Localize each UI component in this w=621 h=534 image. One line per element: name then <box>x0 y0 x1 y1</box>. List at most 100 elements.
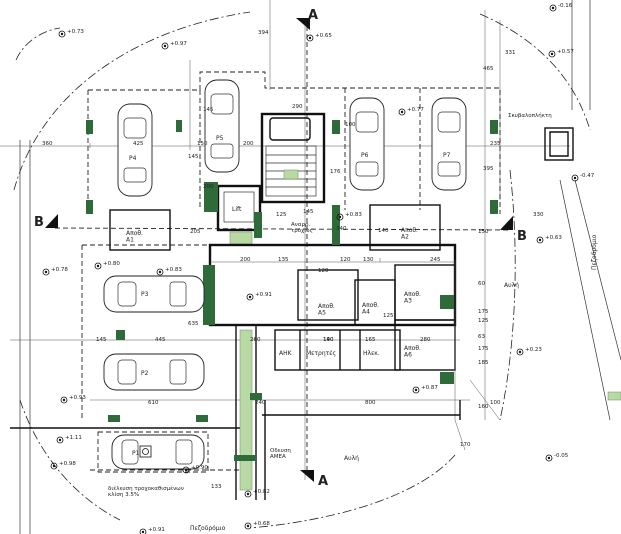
level-marker: +0.97 <box>161 41 187 50</box>
parking-p2: P2 <box>103 353 205 391</box>
level-value: +0.82 <box>253 489 270 495</box>
sidewalk-bottom-label: Πεζοδρόμιο <box>190 525 226 532</box>
level-value: +0.83 <box>345 212 362 218</box>
dimension-value: 125 <box>383 313 394 319</box>
level-value: +0.97 <box>170 41 187 47</box>
dimension-value: 125 <box>276 212 287 218</box>
dimension-value: 165 <box>365 337 376 343</box>
dimension-value: 205 <box>190 229 201 235</box>
level-value: +0.23 <box>525 347 542 353</box>
dimension-value: 185 <box>478 360 489 366</box>
dimension-value: 240 <box>255 400 266 406</box>
courtyard-label: Αυλή <box>504 282 519 289</box>
dimension-value: 330 <box>533 212 544 218</box>
section-b-left: B <box>34 215 44 230</box>
level-value: +0.68 <box>253 521 270 527</box>
courtyard2-label: Αυλή <box>344 455 359 462</box>
level-value: +0.77 <box>407 107 424 113</box>
dimension-value: 145 <box>203 107 214 113</box>
parking-label: P4 <box>129 155 137 162</box>
garbage-label: Σκυβαλοπλήκτη <box>508 112 552 119</box>
parking-label: P7 <box>443 152 451 159</box>
dimension-value: 120 <box>340 257 351 263</box>
dimension-value: 260 <box>250 337 261 343</box>
dimension-value: 331 <box>505 50 516 56</box>
level-marker: +0.73 <box>58 29 84 38</box>
dimension-ticks <box>89 143 501 451</box>
parking-label: P1 <box>132 450 140 457</box>
site-boundary <box>10 0 621 534</box>
dimension-value: 200 <box>243 141 254 147</box>
section-b-left-flag <box>45 214 58 228</box>
room-a5-name: Αποθ.A5 <box>318 303 335 317</box>
section-a-top-flag <box>296 18 310 30</box>
parking-p3: P3 <box>103 275 205 313</box>
dimension-value: 394 <box>258 30 269 36</box>
dimension-value: 360 <box>42 141 53 147</box>
section-b-right: B <box>517 229 527 244</box>
level-marker: -0.16 <box>549 3 573 12</box>
level-marker: +1.11 <box>56 435 82 444</box>
room-a2-name: Αποθ.A2 <box>401 227 418 241</box>
level-marker: +0.91 <box>246 292 272 301</box>
level-value: +0.73 <box>67 29 84 35</box>
parking-spaces: P4 P5 P6 P7 P3 <box>97 79 467 473</box>
dimension-value: 100 <box>490 400 501 406</box>
dimension-value: 145 <box>188 154 199 160</box>
dimension-value: 130 <box>363 257 374 263</box>
level-value: +0.63 <box>545 235 562 241</box>
level-value: -0.47 <box>580 173 595 179</box>
dimension-value: 200 <box>203 184 214 190</box>
level-value: +1.11 <box>65 435 82 441</box>
dimension-value: 135 <box>278 257 289 263</box>
level-value: +0.83 <box>165 267 182 273</box>
section-line-a: A A <box>296 8 328 489</box>
elec-label: Ηλεκ. <box>363 350 380 357</box>
dimension-value: 125 <box>478 318 489 324</box>
dimension-value: 190 <box>323 337 334 343</box>
level-value: +0.91 <box>255 292 272 298</box>
level-value: +0.57 <box>557 49 574 55</box>
dimension-value: 140 <box>323 337 334 343</box>
room-a1-name: Αποθ.A1 <box>126 230 143 244</box>
level-value: +0.80 <box>103 261 120 267</box>
level-marker: +0.83 <box>336 212 362 221</box>
level-marker: -0.05 <box>545 453 569 462</box>
level-marker: +0.65 <box>306 33 332 42</box>
level-marker: +0.87 <box>412 385 438 394</box>
level-markers: -0.16 +0.73 +0.97 +0.65 +0.57 +0.77 -0.47 +0.83… <box>42 3 595 534</box>
parking-p5: P5 <box>204 79 240 173</box>
dimension-value: 133 <box>211 484 222 490</box>
dimension-value: 200 <box>240 257 251 263</box>
ramp-label: Αναρρ.τρόχιος <box>291 222 313 234</box>
level-marker: +0.82 <box>244 489 270 498</box>
level-value: +0.93 <box>69 395 86 401</box>
dimension-value: 175 <box>478 346 489 352</box>
section-a-bottom-flag <box>300 470 314 482</box>
parking-p1: P1 <box>97 431 209 473</box>
dimension-value: 60 <box>478 281 485 287</box>
level-marker: +0.91 <box>139 527 165 534</box>
level-marker: +0.23 <box>516 347 542 356</box>
columns <box>86 120 498 461</box>
dimension-value: 170 <box>460 442 471 448</box>
dimension-value: 100 <box>345 122 356 128</box>
parking-label: P5 <box>216 135 224 142</box>
level-value: +0.87 <box>421 385 438 391</box>
dimension-value: 610 <box>148 400 159 406</box>
parking-p7: P7 <box>431 97 467 191</box>
room-a3-name: Αποθ.A3 <box>404 291 421 305</box>
level-value: +0.65 <box>315 33 332 39</box>
section-a-bottom: A <box>318 474 328 489</box>
dimension-value: 175 <box>478 309 489 315</box>
level-value: -0.05 <box>554 453 569 459</box>
wheelchair-icon <box>139 445 152 458</box>
level-marker: +0.90 <box>182 465 208 474</box>
dimension-value: 800 <box>365 400 376 406</box>
dimension-value: 145 <box>303 209 314 215</box>
level-value: +0.78 <box>51 267 68 273</box>
level-marker: -0.47 <box>571 173 595 182</box>
dimension-value: 245 <box>430 257 441 263</box>
